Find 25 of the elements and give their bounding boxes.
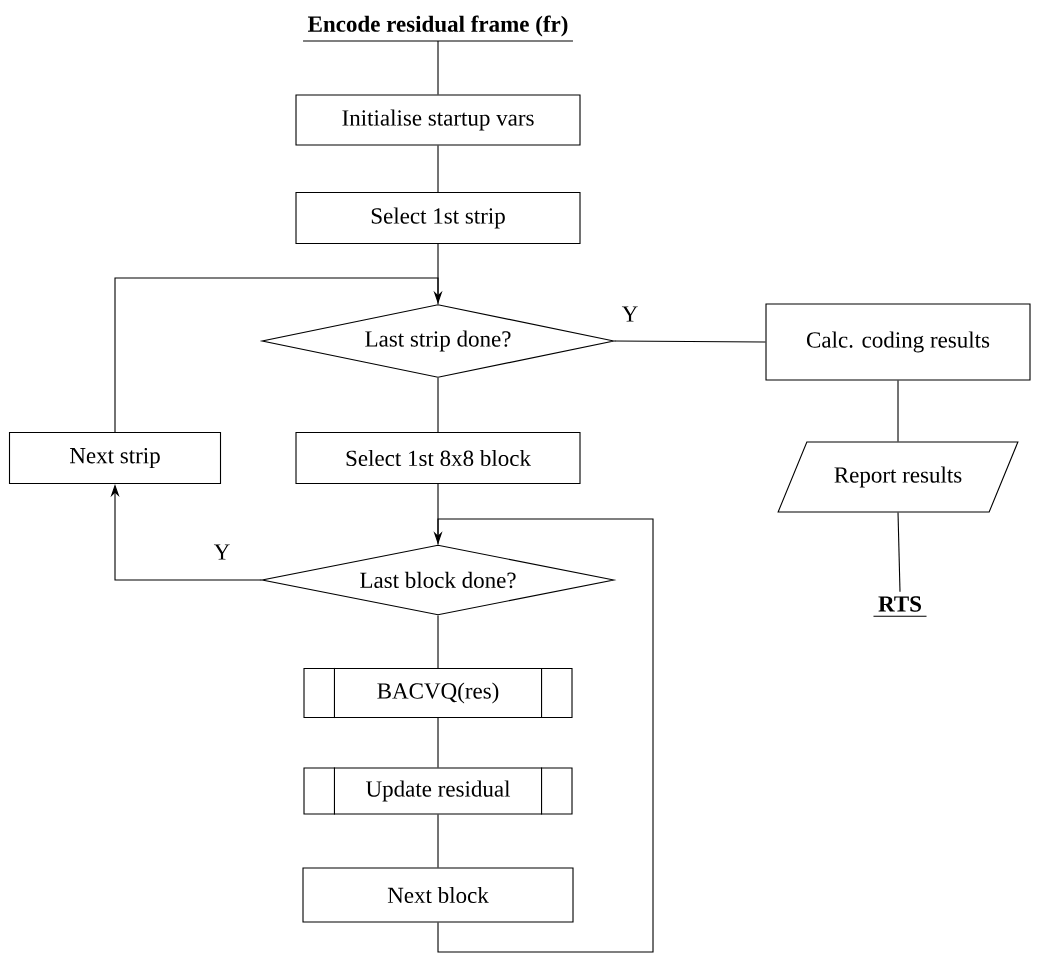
process-box: Select 1st strip [295,191,581,245]
process-box: Next strip [8,431,222,485]
connector-line [897,512,901,593]
arrow [114,277,443,433]
subroutine-box: BACVQ(res) [303,667,573,719]
connector-line [437,717,439,768]
connector-line [437,243,439,305]
connector-line [437,483,439,545]
terminal-label: RTS [873,596,927,617]
terminal-label: Encode residual frame (fr) [302,15,574,42]
edge-label: Y [620,305,640,323]
output-parallelogram: Report results [777,441,1019,513]
connector-line [437,145,439,193]
edge-label: Y [212,543,232,561]
process-box: Calc. coding results [765,303,1031,381]
process-box: Next block [302,867,574,923]
process-box: Initialise startup vars [295,94,581,146]
connector-line [897,380,899,442]
process-box: Select 1st 8x8 block [295,431,581,485]
connector-line [437,40,439,95]
connector-line [614,340,766,343]
connector-line [437,814,439,868]
connector-line [437,615,439,669]
connector-line [437,377,439,433]
subroutine-box: Update residual [303,766,573,816]
